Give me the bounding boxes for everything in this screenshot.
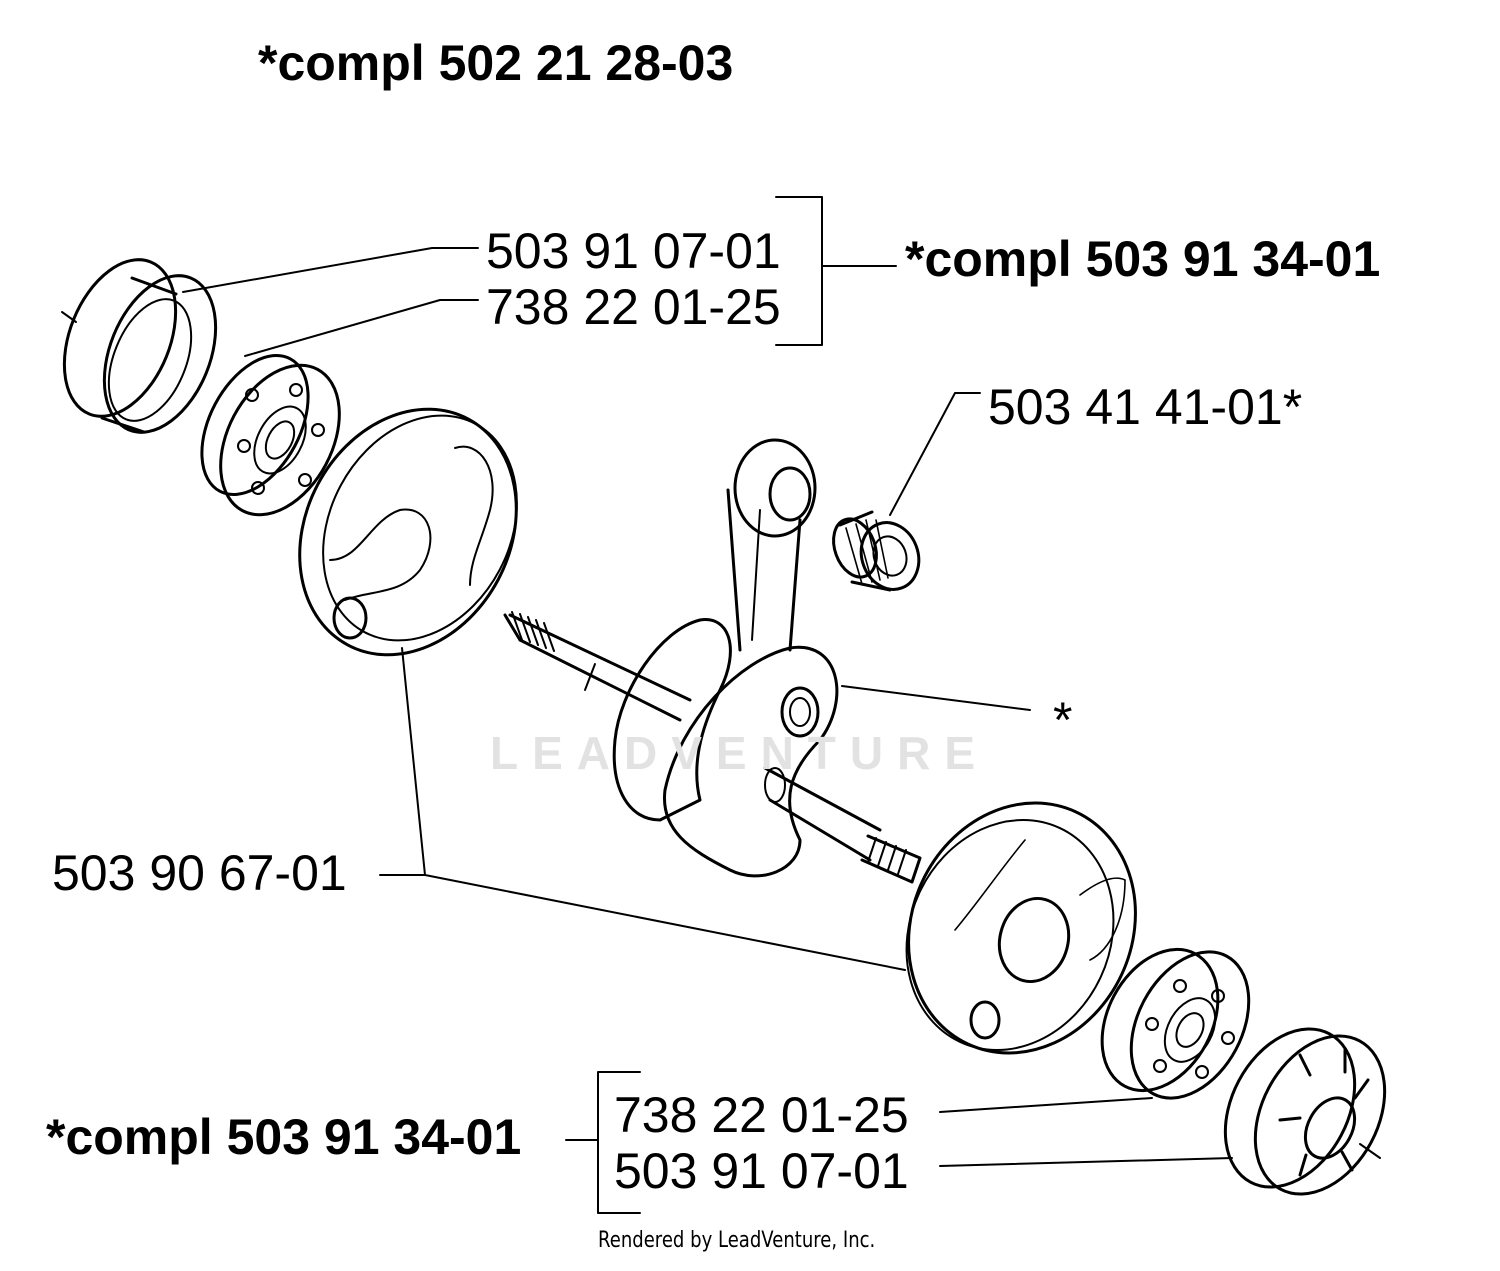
seal-top-part xyxy=(61,258,218,434)
needle-bearing-part xyxy=(832,510,921,592)
kit-label-top: *compl 503 91 34-01 xyxy=(905,231,1381,287)
part-number-bearing-top: 738 22 01-25 xyxy=(486,279,781,335)
crankshaft-part xyxy=(503,438,922,884)
crankshaft-asterisk: * xyxy=(1053,692,1073,748)
bearing-bottom-part xyxy=(1100,947,1251,1100)
part-number-needle-bearing: 503 41 41-01* xyxy=(988,379,1303,435)
assembly-title: *compl 502 21 28-03 xyxy=(258,35,734,91)
part-number-bearing-bottom: 738 22 01-25 xyxy=(614,1087,909,1143)
seal-bottom-part xyxy=(1223,1027,1387,1196)
watermark: LEADVENTURE xyxy=(490,727,990,779)
part-number-seal-bottom: 503 91 07-01 xyxy=(614,1143,909,1199)
crankcase-right-part xyxy=(905,801,1137,1055)
part-number-seal-top: 503 91 07-01 xyxy=(486,223,781,279)
crankcase-left-part xyxy=(298,407,518,657)
bracket-top xyxy=(775,196,823,346)
footer-credit: Rendered by LeadVenture, Inc. xyxy=(598,1228,876,1253)
bearing-top-part xyxy=(200,353,341,517)
leader-lines xyxy=(182,247,1233,1167)
bracket-bottom xyxy=(597,1071,641,1214)
kit-label-bottom: *compl 503 91 34-01 xyxy=(46,1109,522,1165)
part-number-crankcase: 503 90 67-01 xyxy=(52,845,347,901)
